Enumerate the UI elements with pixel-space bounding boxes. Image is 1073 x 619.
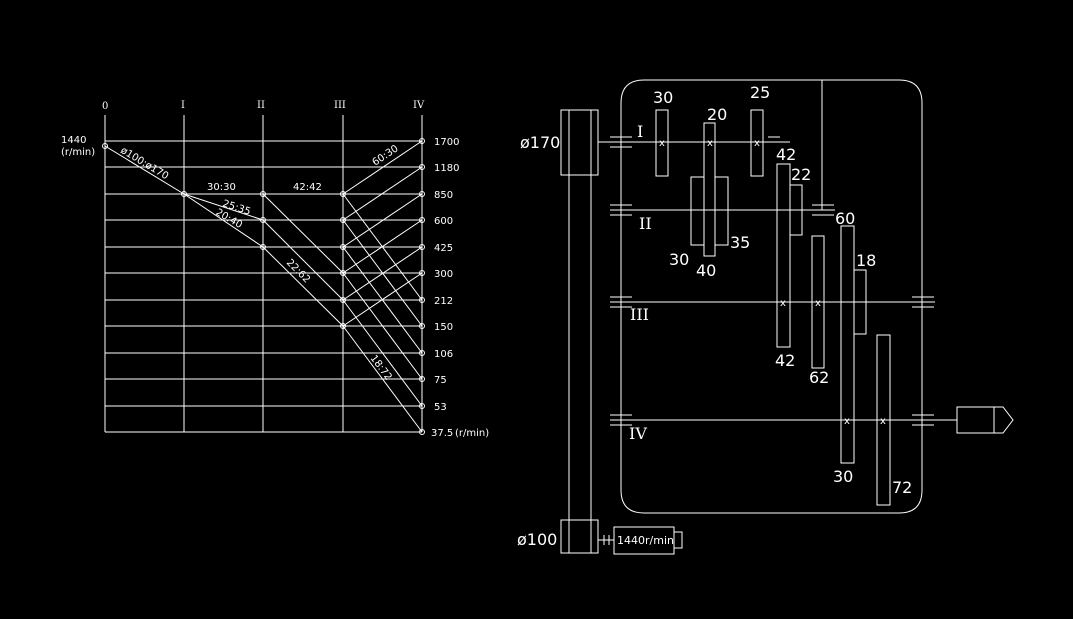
pulley-large-label: ø170 <box>520 133 560 152</box>
svg-text:x: x <box>844 416 850 427</box>
speed-chart: 0 I II III IV 1440 (r/min) 1700 1180 850… <box>61 100 489 439</box>
gear-label: 25 <box>750 83 770 102</box>
svg-text:x: x <box>815 298 821 309</box>
gear-label: 72 <box>892 478 912 497</box>
chart-speed-lines <box>105 140 422 433</box>
motor-speed-label: 1440r/min <box>617 534 674 547</box>
output-unit: (r/min) <box>455 428 489 439</box>
ratio-label-42-42: 42:42 <box>293 182 322 193</box>
gear-label: 60 <box>835 209 855 228</box>
gear-label: 35 <box>730 233 750 252</box>
gear-label: 30 <box>833 467 853 486</box>
gears-shaft-iii: x x <box>780 225 867 464</box>
speed-label: 600 <box>434 216 453 227</box>
output-spindle <box>956 406 1014 434</box>
svg-text:x: x <box>780 298 786 309</box>
speed-label: 850 <box>434 190 453 201</box>
gear-label: 30 <box>653 88 673 107</box>
gear-label: 22 <box>791 165 811 184</box>
chart-input-speed: 1440 <box>61 135 86 146</box>
motor <box>598 526 683 555</box>
speed-label: 212 <box>434 296 453 307</box>
chart-input-unit: (r/min) <box>61 147 95 158</box>
gear-label: 42 <box>776 145 796 164</box>
ratio-label-30-30: 30:30 <box>207 182 236 193</box>
chart-shaft-label-ii: II <box>257 100 265 111</box>
gear-label: 62 <box>809 368 829 387</box>
shaft-label-iii: III <box>630 305 649 324</box>
speed-label: 37.5 <box>431 428 453 439</box>
svg-text:x: x <box>754 138 760 149</box>
shafts <box>598 80 957 421</box>
ratio-label-60-30: 60:30 <box>371 143 401 168</box>
gear-label: 30 <box>669 250 689 269</box>
shaft-label-ii: II <box>639 214 652 233</box>
gears-shaft-ii <box>690 163 803 348</box>
chart-ratio-rays <box>104 140 423 433</box>
transmission-diagram: 1440r/min ø170 ø100 I II III IV <box>517 79 1014 555</box>
speed-label: 425 <box>434 243 453 254</box>
gear-label: 42 <box>775 351 795 370</box>
chart-shaft-label-0: 0 <box>102 101 108 112</box>
speed-label: 106 <box>434 349 453 360</box>
belt-drive <box>560 109 599 554</box>
pulley-small-label: ø100 <box>517 530 557 549</box>
chart-nodes <box>102 138 425 435</box>
svg-text:x: x <box>659 138 665 149</box>
speed-label: 75 <box>434 375 447 386</box>
bearings <box>610 136 934 426</box>
svg-text:x: x <box>880 416 886 427</box>
gear-label: 40 <box>696 261 716 280</box>
shaft-label-iv: IV <box>629 424 647 443</box>
gears-shaft-iv: x x <box>844 334 891 506</box>
speed-label: 1180 <box>434 163 459 174</box>
svg-text:x: x <box>707 138 713 149</box>
gear-label: 18 <box>856 251 876 270</box>
gears-shaft-i: x x x <box>655 109 764 257</box>
chart-speed-labels: 1700 1180 850 600 425 300 212 150 106 75… <box>431 137 489 439</box>
gear-label: 20 <box>707 105 727 124</box>
shaft-label-i: I <box>637 122 643 141</box>
chart-shaft-label-iv: IV <box>413 100 425 111</box>
ratio-label-18-72: 18:72 <box>368 353 394 383</box>
chart-shaft-label-i: I <box>181 100 185 111</box>
ratio-label-belt: ø100:ø170 <box>118 145 170 182</box>
speed-label: 1700 <box>434 137 459 148</box>
speed-label: 150 <box>434 322 453 333</box>
speed-label: 300 <box>434 269 453 280</box>
chart-shaft-label-iii: III <box>334 100 346 111</box>
speed-label: 53 <box>434 402 447 413</box>
